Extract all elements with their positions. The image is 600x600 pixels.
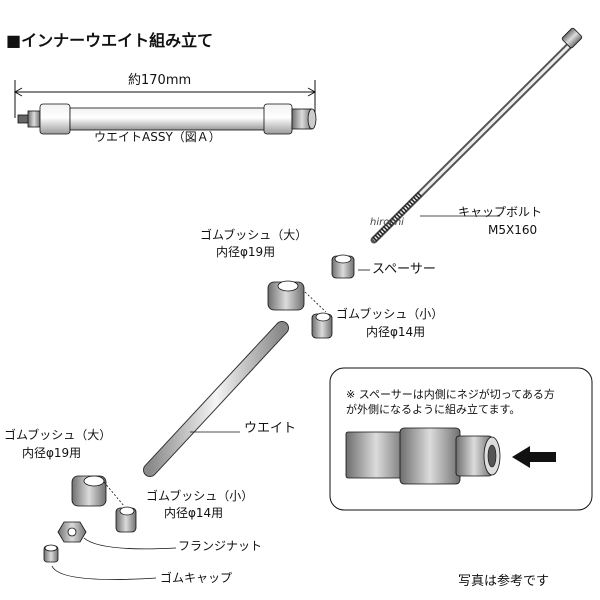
dimension-label: 約170mm: [128, 73, 192, 88]
rubber-bush-large-bottom: [71, 475, 107, 507]
reference-photo-note: 写真は参考です: [458, 574, 550, 589]
spacer-detail-illustration: [345, 427, 501, 485]
rubber-cap-illustration: [43, 544, 157, 580]
note-line-2: が外側になるように組み立てます。: [346, 403, 521, 416]
flange-nut-illustration: [57, 521, 177, 550]
spacer-illustration: [331, 254, 370, 279]
bush-small-top-label: ゴムブッシュ（小）: [336, 307, 444, 321]
rubber-bush-small-top: [304, 291, 333, 339]
rubber-cap-label: ゴムキャップ: [160, 571, 233, 585]
watermark-text: hirochi: [370, 217, 404, 228]
cap-bolt-label: キャップボルト: [458, 205, 543, 219]
rubber-bush-small-bottom: [103, 481, 137, 533]
bush-large-bottom-diameter: 内径φ19用: [22, 446, 82, 460]
bush-large-top-diameter: 内径φ19用: [216, 245, 276, 259]
page-title: ■インナーウエイト組み立て: [6, 31, 214, 50]
spacer-label: スペーサー: [372, 262, 436, 277]
flange-nut-label: フランジナット: [178, 539, 263, 553]
bush-large-bottom-label: ゴムブッシュ（大）: [4, 428, 112, 442]
bush-large-top-label: ゴムブッシュ（大）: [200, 228, 308, 242]
weight-assembly-illustration: [17, 103, 317, 135]
cap-bolt-illustration: [370, 27, 583, 244]
bush-small-top-diameter: 内径φ14用: [366, 325, 426, 339]
weight-label: ウエイト: [244, 421, 297, 436]
bush-small-bottom-label: ゴムブッシュ（小）: [146, 489, 254, 503]
assembly-label: ウエイトASSY（図Ａ）: [94, 130, 221, 144]
note-line-1: ※ スペーサーは内側にネジが切ってある方: [346, 388, 555, 401]
arrow-left-icon: [512, 446, 556, 468]
rubber-bush-large-top: [267, 280, 305, 311]
weight-rod-illustration: [143, 321, 289, 477]
bush-small-bottom-diameter: 内径φ14用: [164, 506, 224, 520]
cap-bolt-size-label: M5X160: [488, 223, 538, 237]
